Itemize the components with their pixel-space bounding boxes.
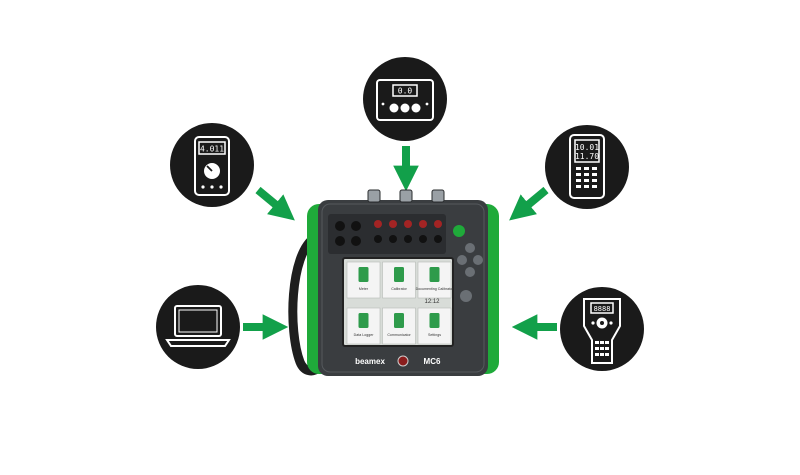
home-button-icon xyxy=(453,225,465,237)
meter-tile-icon xyxy=(358,267,369,282)
screen-tile: Settings xyxy=(417,307,452,345)
multifunction-calibrator-icon: Meter Calibrator Documenting CalibratorDat… xyxy=(288,189,499,376)
navigation-buttons xyxy=(453,225,483,302)
input-terminals xyxy=(335,220,442,246)
node-field-communicator: 8888 xyxy=(560,287,644,371)
screen-tile: Meter xyxy=(346,261,381,299)
panel-calibrator-icon: 0.0 xyxy=(376,79,434,121)
screen-tile: Calibrator xyxy=(382,261,416,299)
panel-display: 0.0 xyxy=(398,87,413,96)
arrow-multimeter-to-device xyxy=(255,186,295,221)
screen-tile-label: Communicator xyxy=(387,333,411,337)
screen-tile-label: Meter xyxy=(359,287,369,291)
node-handheld-calibrator: 10.01 11.70 xyxy=(545,125,629,209)
screen-tiles: Meter Calibrator Documenting CalibratorDat… xyxy=(346,261,455,345)
device-model: MC6 xyxy=(424,357,441,366)
screen-tile-label: Calibrator xyxy=(391,287,407,291)
arrow-handheld-to-device xyxy=(509,186,549,221)
data-logger-tile-icon xyxy=(358,313,369,328)
power-button-icon xyxy=(397,355,409,367)
digital-multimeter-icon: 4.011 xyxy=(194,136,230,196)
handheld-display-bottom: 11.70 xyxy=(575,152,599,161)
screen-tile-label: Documenting Calibrator xyxy=(416,287,455,291)
node-laptop xyxy=(156,285,240,369)
screen-tile: Communicator xyxy=(382,307,416,345)
screen-clock: 12:12 xyxy=(424,299,440,305)
communicator-display: 8888 xyxy=(594,305,611,313)
node-multimeter: 4.011 xyxy=(170,123,254,207)
settings-tile-icon xyxy=(429,313,440,328)
communicator-tile-icon xyxy=(394,313,404,328)
calibrator-tile-icon xyxy=(394,267,404,282)
handheld-display-top: 10.01 xyxy=(575,143,599,152)
screen-tile-label: Settings xyxy=(428,333,441,337)
connection-arrows xyxy=(243,146,557,340)
laptop-icon xyxy=(165,305,231,347)
documenting-calibrator-tile-icon xyxy=(429,267,440,282)
top-connectors xyxy=(367,189,445,203)
handheld-calibrator-icon: 10.01 11.70 xyxy=(569,134,605,199)
multimeter-display: 4.011 xyxy=(200,145,224,154)
node-panel-calibrator: 0.0 xyxy=(363,57,447,141)
screen-tile: Documenting Calibrator xyxy=(416,261,455,299)
field-communicator-icon: 8888 xyxy=(583,298,621,364)
screen-tile-label: Data Logger xyxy=(354,333,375,337)
enter-button-icon xyxy=(460,290,472,302)
device-brand: beamex xyxy=(355,357,385,366)
screen-tile: Data Logger xyxy=(346,307,381,345)
